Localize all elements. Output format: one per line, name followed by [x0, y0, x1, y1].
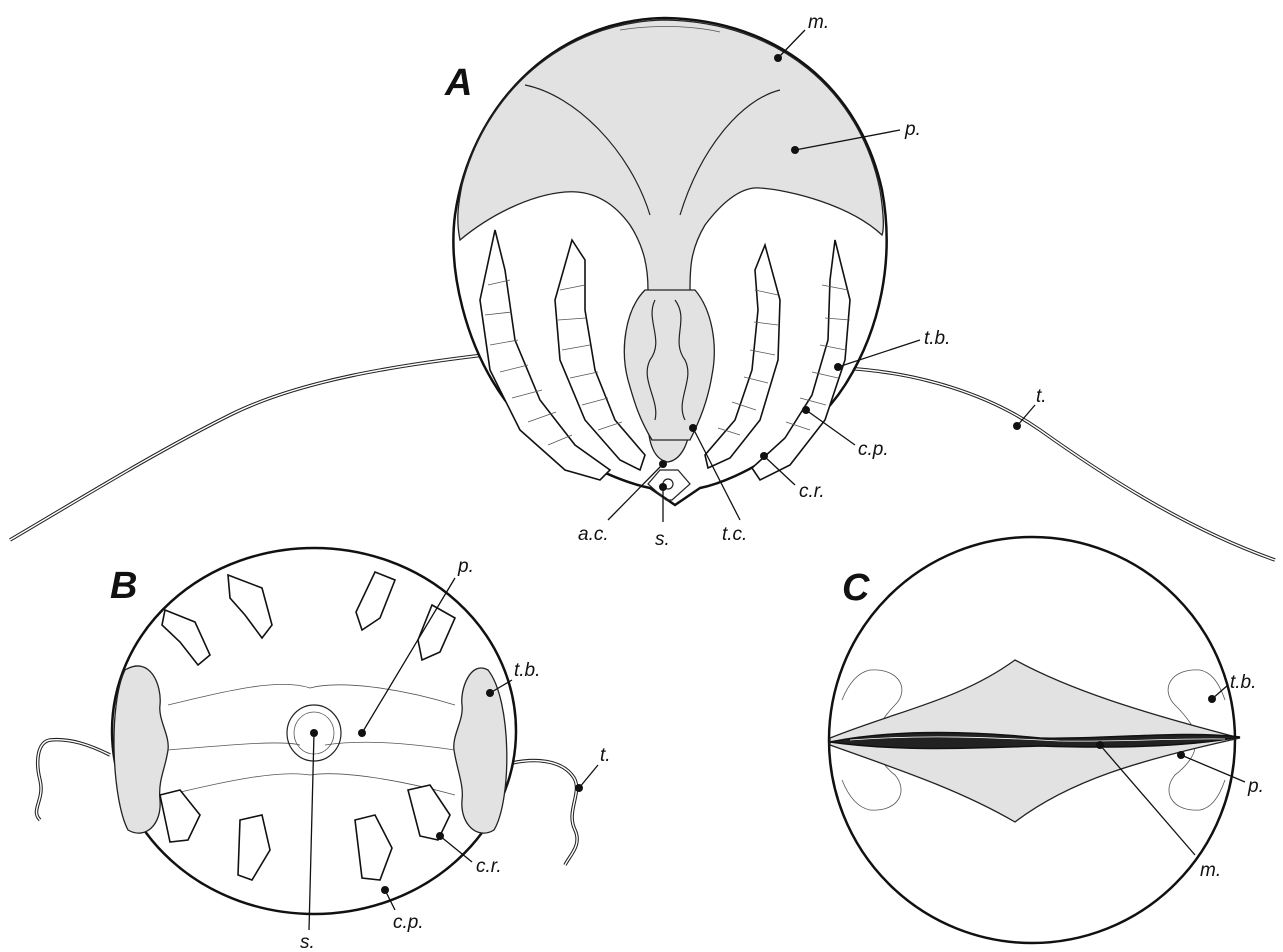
panel-b-label-tb: t.b. [514, 660, 540, 681]
panel-a-label-cr: c.r. [799, 481, 825, 502]
panel-a-label-ac: a.c. [578, 524, 609, 545]
panel-b-label-s: s. [300, 932, 315, 952]
panel-a-label-tc: t.c. [722, 524, 747, 545]
panel-a: m. p. t.b. t. c.p. c.r. t.c. s. a.c. A [10, 12, 1275, 560]
panel-c-label-m: m. [1200, 860, 1221, 881]
panel-c: t.b. p. m. C [829, 537, 1264, 943]
panel-c-label-p: p. [1247, 776, 1264, 797]
panel-b-label-cp: c.p. [393, 912, 424, 933]
panel-a-label-s: s. [655, 529, 670, 550]
panel-a-label-t: t. [1036, 386, 1047, 407]
panel-a-tentacle-right [842, 368, 1275, 560]
panel-b: p. t.b. t. c.r. c.p. s. B [36, 548, 610, 952]
panel-a-tentacle-left [10, 355, 484, 540]
panel-a-label-tb: t.b. [924, 328, 950, 349]
panel-b-label-t: t. [600, 745, 611, 766]
panel-a-label-cp: c.p. [858, 439, 889, 460]
panel-a-tentacle-left-core [10, 355, 484, 540]
panel-a-letter: A [444, 62, 472, 104]
panel-c-letter: C [842, 567, 870, 609]
panel-b-label-p: p. [457, 556, 474, 577]
panel-c-label-tb: t.b. [1230, 672, 1256, 693]
panel-b-tentacle-left [36, 740, 110, 820]
panel-b-label-cr: c.r. [476, 856, 502, 877]
panel-a-label-m: m. [808, 12, 829, 33]
panel-a-label-p: p. [904, 119, 921, 140]
panel-b-letter: B [110, 565, 137, 607]
panel-b-tentacle-right [512, 761, 577, 865]
